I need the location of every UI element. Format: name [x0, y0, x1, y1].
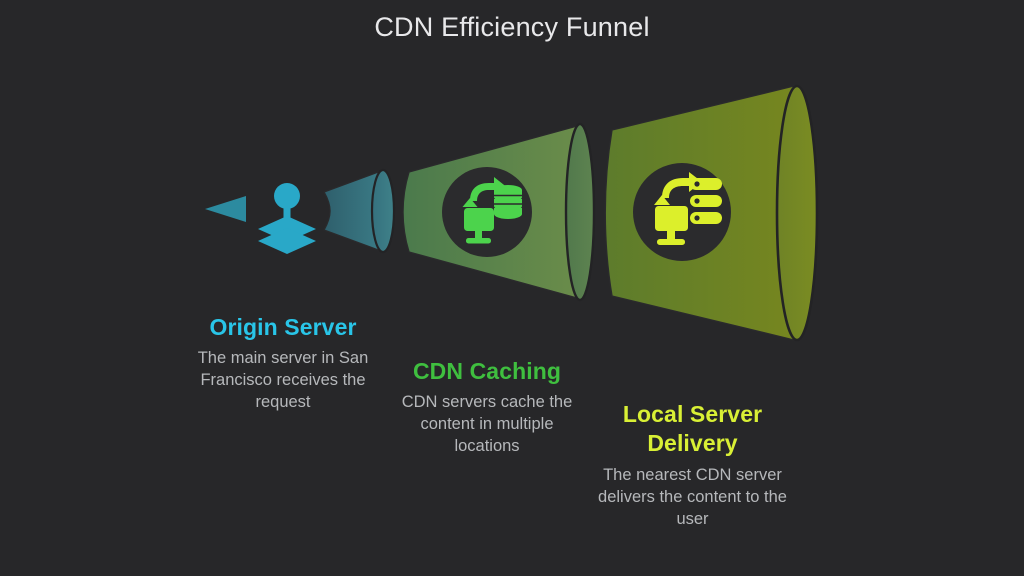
stage-2-description: CDN servers cache the content in multipl…: [401, 393, 573, 456]
funnel-stage-2-label: CDN Caching CDN servers cache the conten…: [387, 357, 587, 458]
page-title: CDN Efficiency Funnel: [374, 12, 650, 42]
funnel-stage-1-label: Origin Server The main server in San Fra…: [183, 313, 383, 414]
stage-3-heading: Local Server Delivery: [622, 401, 763, 457]
funnel-segment-1: [322, 168, 396, 254]
map-pin-layers-icon: [258, 183, 316, 254]
stage-2-heading: CDN Caching: [412, 358, 562, 384]
monitor-server-rack-sync-icon: [633, 163, 731, 261]
stage-3-description: The nearest CDN server delivers the cont…: [598, 465, 787, 528]
stage-1-heading: Origin Server: [209, 314, 357, 340]
monitor-database-sync-icon: [442, 167, 532, 257]
stage-1-description: The main server in San Francisco receive…: [197, 349, 369, 412]
funnel-stage-3-label: Local Server Delivery The nearest CDN se…: [590, 400, 795, 531]
left-arrow-icon: [205, 196, 246, 222]
